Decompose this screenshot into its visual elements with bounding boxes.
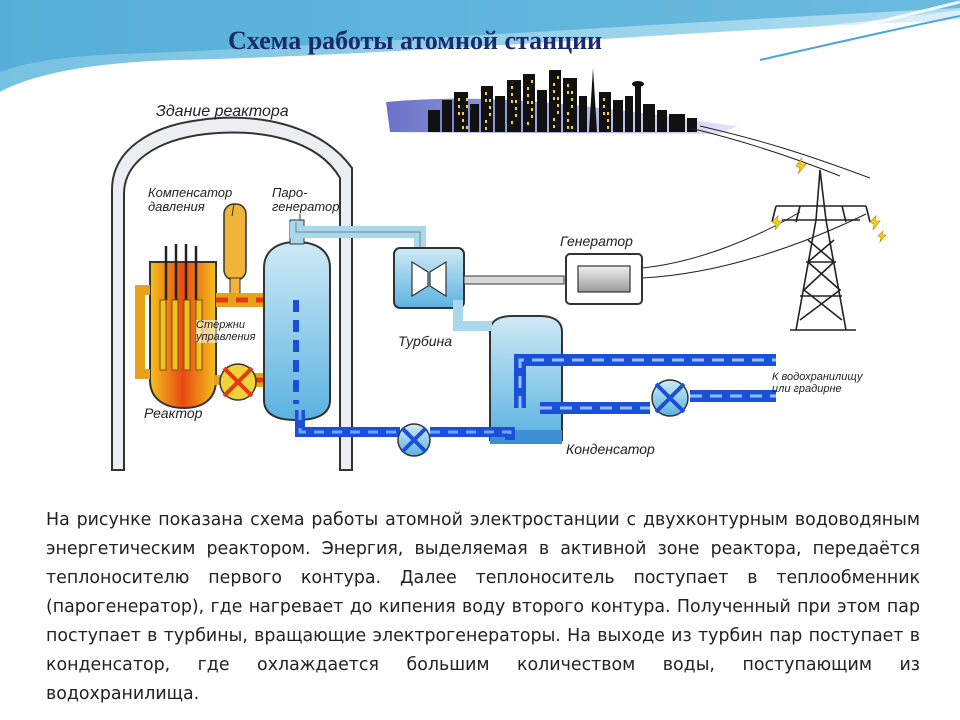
label-cooling-outlet: К водохранилищу или градирне: [772, 371, 863, 395]
reactor-building: [111, 116, 353, 471]
pump-icon: [397, 423, 431, 457]
pump-icon: [651, 379, 689, 417]
label-condenser: Конденсатор: [566, 441, 655, 457]
generator: [565, 253, 643, 305]
label-pressurizer: Компенсатор давления: [148, 185, 233, 214]
label-pointers: [231, 203, 301, 220]
pump-icon: [219, 363, 257, 401]
slide-title: Схема работы атомной станции: [228, 26, 603, 55]
label-reactor-building: Здание реактора: [156, 103, 289, 120]
city-skyline-icon: [386, 68, 738, 134]
label-reactor: Реактор: [144, 405, 203, 421]
label-control-rods: Стержни управления: [196, 319, 256, 344]
secondary-loop: [293, 300, 515, 440]
label-steam-generator: Паро- генератор: [272, 185, 340, 214]
power-tower-icon: [771, 169, 871, 331]
label-generator: Генератор: [560, 233, 633, 249]
lightning-icon: [771, 157, 887, 244]
header-decoration: [0, 0, 960, 104]
transmission-lines: [641, 125, 871, 279]
turbine: [393, 247, 565, 309]
pressurizer: [223, 203, 247, 295]
description-paragraph: На рисунке показана схема работы атомной…: [46, 510, 920, 704]
label-turbine: Турбина: [398, 333, 453, 349]
cooling-loop: [514, 354, 776, 414]
condenser: [453, 300, 563, 444]
